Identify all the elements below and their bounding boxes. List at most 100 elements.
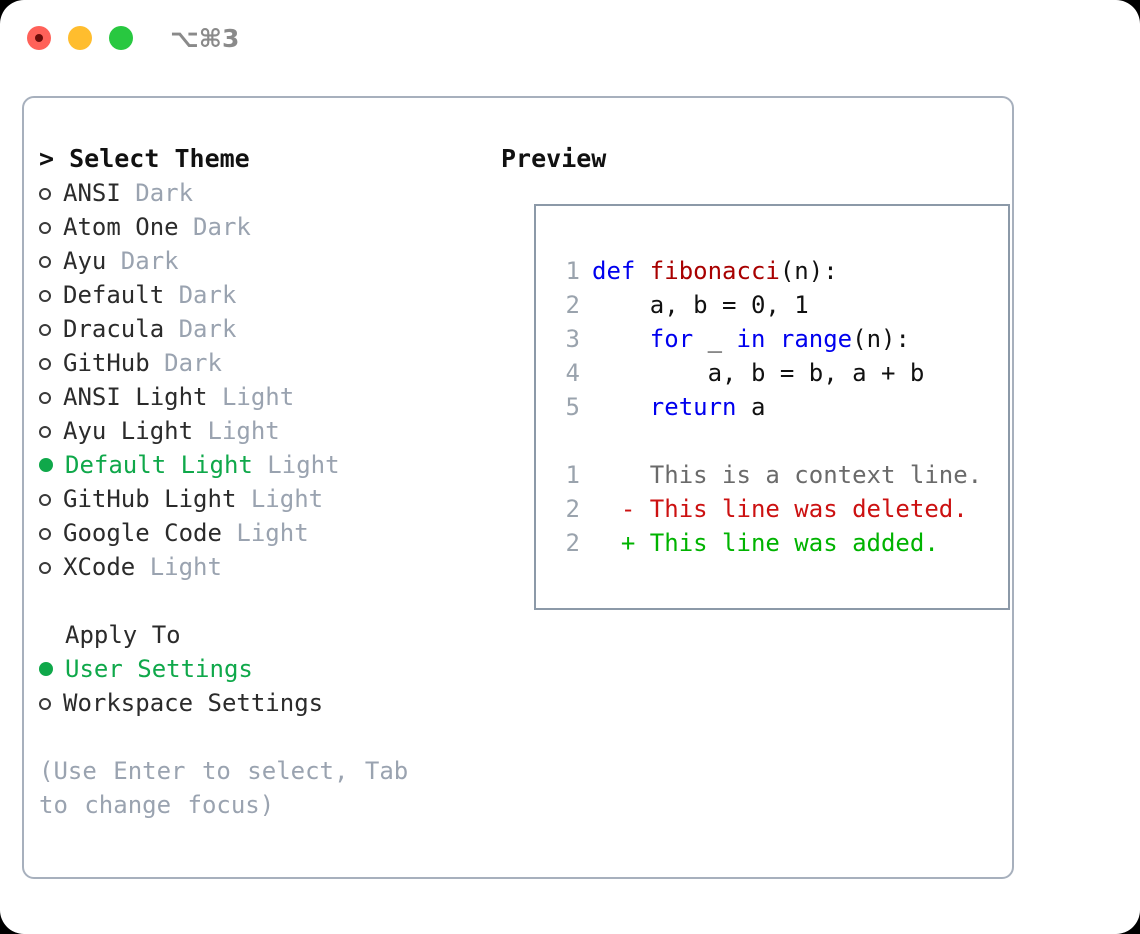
select-theme-heading: > Select Theme <box>39 144 250 173</box>
code-token: (n): <box>779 257 838 285</box>
close-button[interactable] <box>27 26 51 50</box>
apply-option-0[interactable]: User Settings <box>39 652 479 686</box>
radio-unselected-icon <box>39 528 51 540</box>
apply-option-1[interactable]: Workspace Settings <box>39 686 479 720</box>
diff-line: 2 + This line was added. <box>552 526 982 560</box>
radio-unselected-icon <box>39 562 51 574</box>
diff-lines: 1 This is a context line.2 - This line w… <box>552 458 983 560</box>
radio-selected-icon <box>39 662 53 676</box>
radio-unselected-icon <box>39 494 51 506</box>
theme-item-10[interactable]: Google Code Light <box>39 516 479 550</box>
theme-item-4[interactable]: Dracula Dark <box>39 312 479 346</box>
radio-unselected-icon <box>39 222 51 234</box>
code-line: 3 for _ in range(n): <box>552 322 982 356</box>
code-token: range <box>779 325 853 353</box>
code-token <box>592 393 650 421</box>
diff-line-text: - This line was deleted. <box>592 495 968 523</box>
list-spacer <box>39 584 479 618</box>
code-token: a <box>736 393 766 421</box>
preview-heading: Preview <box>501 144 607 173</box>
theme-variant-tag: Dark <box>164 315 237 343</box>
radio-unselected-icon <box>39 290 51 302</box>
code-token: def <box>592 257 650 285</box>
line-number: 4 <box>565 359 580 387</box>
theme-item-label: Ayu <box>63 247 107 275</box>
line-number: 1 <box>565 257 580 285</box>
radio-unselected-icon <box>39 698 51 710</box>
code-blank-line <box>552 424 982 458</box>
theme-variant-tag: Dark <box>106 247 179 275</box>
minimize-button[interactable] <box>68 26 92 50</box>
theme-variant-tag: Dark <box>178 213 251 241</box>
diff-line: 2 - This line was deleted. <box>552 492 982 526</box>
code-token: return <box>649 393 737 421</box>
zoom-button[interactable] <box>109 26 133 50</box>
apply-option-label: Workspace Settings <box>63 689 324 717</box>
line-number: 1 <box>565 461 580 489</box>
radio-unselected-icon <box>39 188 51 200</box>
theme-item-label: Default Light <box>65 451 253 479</box>
line-number: 2 <box>565 529 580 557</box>
code-token: _ <box>693 325 737 353</box>
code-token <box>765 325 779 353</box>
traffic-lights <box>27 26 133 50</box>
theme-variant-tag: Dark <box>164 281 237 309</box>
theme-item-label: Google Code <box>63 519 222 547</box>
code-line: 4 a, b = b, a + b <box>552 356 982 390</box>
code-token: for <box>649 325 694 353</box>
radio-unselected-icon <box>39 324 51 336</box>
radio-unselected-icon <box>39 392 51 404</box>
apply-to-label: Apply To <box>65 621 181 649</box>
theme-variant-tag: Dark <box>149 349 222 377</box>
theme-item-label: GitHub <box>63 349 150 377</box>
code-token: in <box>736 325 766 353</box>
diff-line-text: + This line was added. <box>592 529 939 557</box>
theme-item-label: Default <box>63 281 165 309</box>
code-line: 2 a, b = 0, 1 <box>552 288 982 322</box>
theme-item-1[interactable]: Atom One Dark <box>39 210 479 244</box>
diff-line: 1 This is a context line. <box>552 458 983 492</box>
line-number: 5 <box>565 393 580 421</box>
theme-variant-tag: Light <box>236 485 324 513</box>
radio-unselected-icon <box>39 358 51 370</box>
theme-item-6[interactable]: ANSI Light Light <box>39 380 479 414</box>
theme-item-9[interactable]: GitHub Light Light <box>39 482 479 516</box>
theme-item-2[interactable]: Ayu Dark <box>39 244 479 278</box>
theme-variant-tag: Light <box>221 519 309 547</box>
theme-item-3[interactable]: Default Dark <box>39 278 479 312</box>
theme-item-5[interactable]: GitHub Dark <box>39 346 479 380</box>
line-number: 2 <box>565 495 580 523</box>
theme-variant-tag: Dark <box>120 179 194 207</box>
theme-item-label: Ayu Light <box>63 417 194 445</box>
theme-variant-tag: Light <box>193 417 280 445</box>
code-token <box>592 325 650 353</box>
radio-unselected-icon <box>39 426 51 438</box>
code-line: 5 return a <box>552 390 982 424</box>
line-number: 3 <box>565 325 580 353</box>
code-token: a, b = 0, 1 <box>592 291 809 319</box>
theme-item-11[interactable]: XCode Light <box>39 550 479 584</box>
keyboard-shortcut-label: ⌥⌘3 <box>170 24 240 53</box>
theme-item-7[interactable]: Ayu Light Light <box>39 414 479 448</box>
theme-item-label: GitHub Light <box>63 485 237 513</box>
theme-item-8[interactable]: Default Light Light <box>39 448 479 482</box>
theme-variant-tag: Light <box>252 451 340 479</box>
radio-selected-icon <box>39 458 53 472</box>
theme-variant-tag: Light <box>135 553 222 581</box>
theme-item-label: XCode <box>63 553 136 581</box>
keyboard-hint: (Use Enter to select, Tab to change focu… <box>39 757 409 819</box>
theme-item-label: Atom One <box>63 213 179 241</box>
code-token: fibonacci <box>649 257 780 285</box>
code-token: (n): <box>852 325 910 353</box>
theme-item-label: ANSI <box>63 179 121 207</box>
diff-line-text: This is a context line. <box>592 461 983 489</box>
theme-item-0[interactable]: ANSI Dark <box>39 176 479 210</box>
title-bar: ⌥⌘3 <box>0 0 1140 78</box>
